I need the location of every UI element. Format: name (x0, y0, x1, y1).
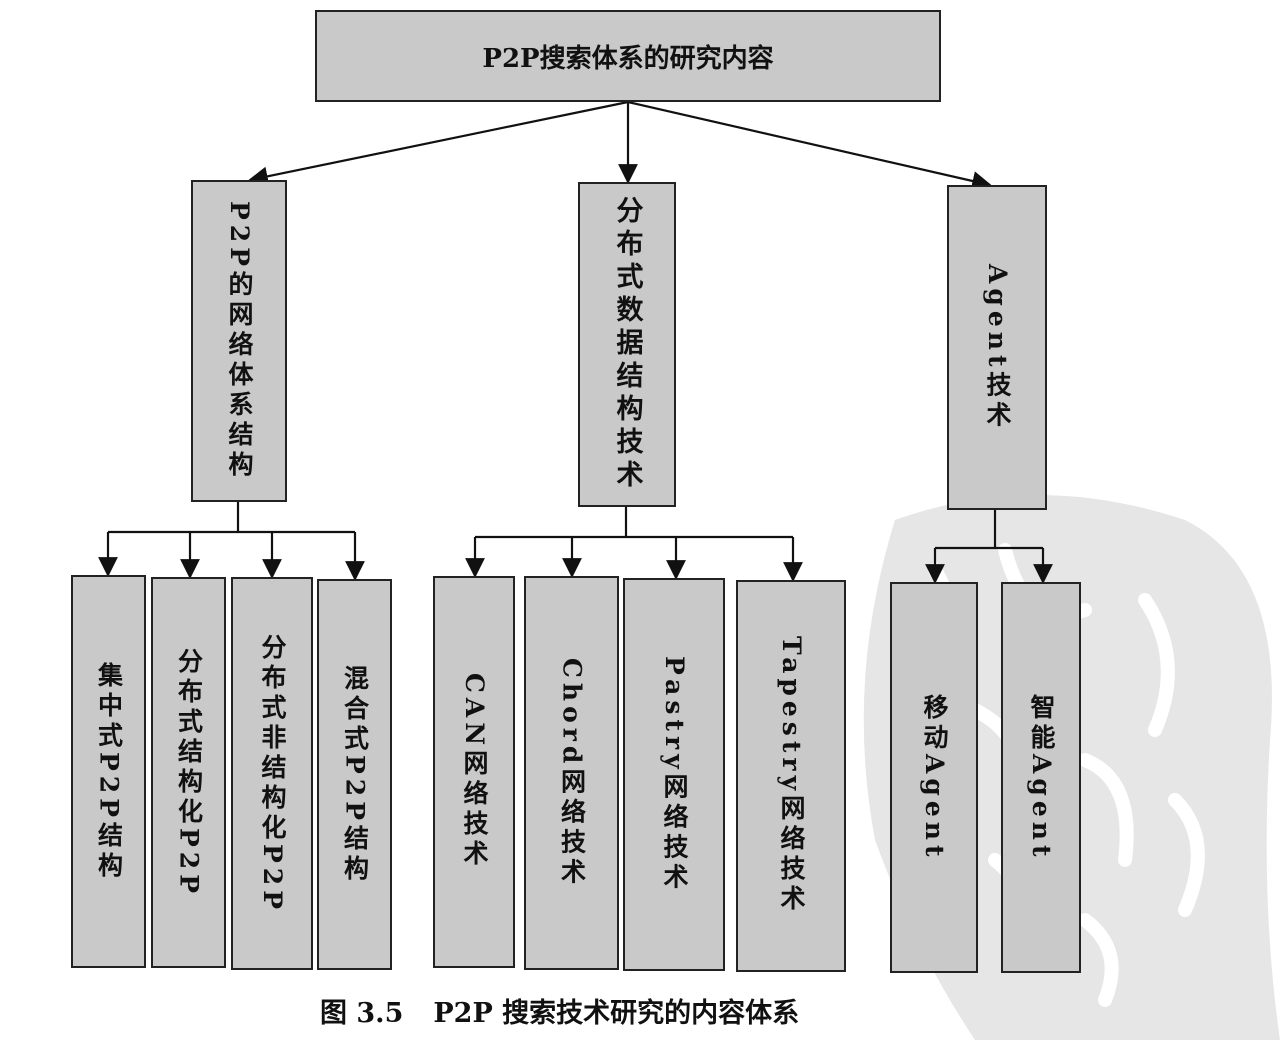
leaf-label: Pastry网络技术 (660, 655, 689, 894)
figure-number: 图 3.5 (320, 997, 404, 1029)
leaf-label: 智能Agent (1027, 693, 1056, 862)
leaf-label: CAN网络技术 (460, 673, 489, 871)
leaf-node-distributed-structured-p2p: 分布式结构化P2P (151, 577, 226, 968)
leaf-node-pastry-network: Pastry网络技术 (623, 578, 725, 971)
leaf-node-centralized-p2p: 集中式P2P结构 (71, 575, 146, 968)
branch-label: Agent技术 (983, 263, 1012, 432)
leaf-node-mobile-agent: 移动Agent (890, 582, 978, 973)
leaf-label: 分布式非结构化P2P (258, 633, 287, 914)
leaf-node-hybrid-p2p: 混合式P2P结构 (317, 579, 392, 970)
leaf-label: Tapestry网络技术 (777, 636, 806, 916)
branch-label: P2P的网络体系结构 (225, 201, 254, 481)
leaf-node-intelligent-agent: 智能Agent (1001, 582, 1081, 973)
branch-node-distributed-data-structure: 分布式数据结构技术 (578, 182, 676, 507)
leaf-label: 分布式结构化P2P (174, 647, 204, 898)
branch-node-agent-technology: Agent技术 (947, 185, 1047, 510)
branch-node-network-architecture: P2P的网络体系结构 (191, 180, 287, 502)
leaf-label: Chord网络技术 (557, 657, 587, 889)
root-node: P2P搜索体系的研究内容 (315, 10, 941, 102)
figure-title: P2P 搜索技术研究的内容体系 (433, 997, 800, 1029)
root-label: P2P搜索体系的研究内容 (482, 43, 774, 74)
figure-caption: 图 3.5 P2P 搜索技术研究的内容体系 (320, 990, 880, 1030)
leaf-label: 混合式P2P结构 (340, 664, 370, 885)
leaf-label: 移动Agent (920, 693, 949, 862)
leaf-node-tapestry-network: Tapestry网络技术 (736, 580, 846, 972)
leaf-node-distributed-unstructured-p2p: 分布式非结构化P2P (231, 577, 313, 970)
branch-label: 分布式数据结构技术 (611, 196, 643, 493)
leaf-node-chord-network: Chord网络技术 (524, 576, 619, 970)
leaf-label: 集中式P2P结构 (94, 661, 124, 882)
leaf-node-can-network: CAN网络技术 (433, 576, 515, 968)
